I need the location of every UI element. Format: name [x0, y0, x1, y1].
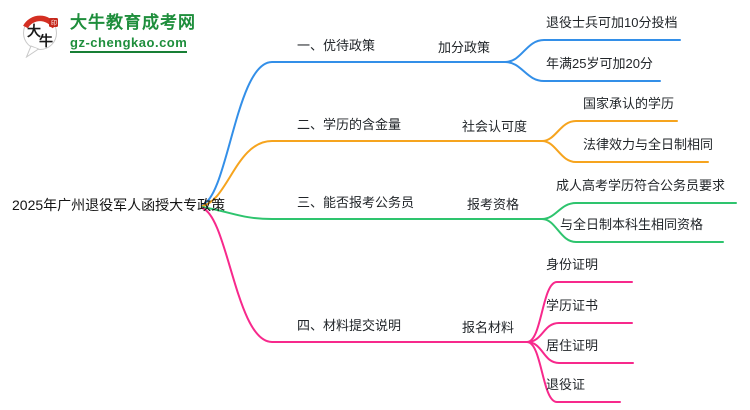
branch1-leaf-2[interactable]: 年满25岁可加20分	[546, 56, 653, 71]
branch2-subtopic[interactable]: 社会认可度	[462, 119, 528, 134]
branch2-lines	[201, 120, 709, 207]
logo-char-2: 牛	[39, 33, 53, 50]
branch3-lines	[201, 202, 737, 243]
branch2-leaf-2[interactable]: 法律效力与全日制相同	[583, 137, 714, 152]
branch3-subtopic[interactable]: 报考资格	[467, 197, 520, 212]
logo-char-1: 大	[27, 23, 41, 40]
branch1-topic[interactable]: 一、优待政策	[297, 38, 376, 53]
logo-brand-name: 大牛教育成考网	[70, 13, 196, 32]
logo-domain: gz-chengkao.com	[70, 35, 188, 53]
branch4-leaf-3[interactable]: 居住证明	[546, 338, 599, 353]
branch2-leaf-1[interactable]: 国家承认的学历	[583, 96, 675, 111]
branch1-leaf-1[interactable]: 退役士兵可加10分投档	[546, 15, 678, 30]
daniu-logo-icon: 大 牛 印	[23, 15, 58, 58]
branch4-leaf-2[interactable]: 学历证书	[546, 298, 599, 313]
branch4-lines	[201, 207, 634, 403]
branch4-leaf-1[interactable]: 身份证明	[546, 257, 599, 272]
branch2-topic[interactable]: 二、学历的含金量	[297, 117, 402, 132]
logo-seal-icon: 印	[51, 20, 57, 27]
branch3-topic[interactable]: 三、能否报考公务员	[297, 195, 415, 210]
branch3-leaf-1[interactable]: 成人高考学历符合公务员要求	[556, 178, 726, 193]
branch4-subtopic[interactable]: 报名材料	[462, 320, 515, 335]
branch3-leaf-2[interactable]: 与全日制本科生相同资格	[560, 217, 704, 232]
root-topic[interactable]: 2025年广州退役军人函授大专政策	[12, 197, 226, 213]
branch1-lines	[201, 39, 681, 206]
branch1-subtopic[interactable]: 加分政策	[438, 40, 491, 55]
branch4-topic[interactable]: 四、材料提交说明	[297, 318, 402, 333]
site-logo[interactable]: 大 牛 印 大牛教育成考网 gz-chengkao.com	[20, 12, 196, 58]
branch4-leaf-4[interactable]: 退役证	[546, 377, 586, 392]
